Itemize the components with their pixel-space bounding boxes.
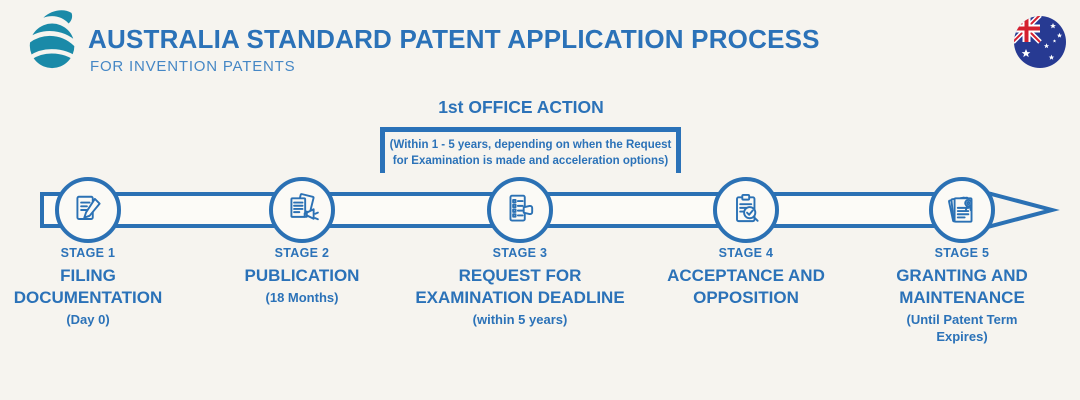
stage-detail: (within 5 years) (472, 312, 568, 328)
stage-label: STAGE 4 (718, 246, 774, 260)
stage-label: STAGE 5 (934, 246, 990, 260)
stage-name: GRANTING AND MAINTENANCE (896, 266, 1028, 308)
stage-name: FILING DOCUMENTATION (13, 266, 163, 308)
swoosh-globe-logo-icon (26, 10, 82, 69)
stage-detail: (Day 0) (66, 312, 110, 328)
stage-name: ACCEPTANCE AND OPPOSITION (667, 266, 825, 308)
stage-5-column: STAGE 5 GRANTING AND MAINTENANCE (Until … (842, 246, 1080, 346)
stage-5-circle (929, 177, 995, 243)
office-action-title: 1st OFFICE ACTION (438, 97, 604, 117)
stage-label: STAGE 2 (274, 246, 330, 260)
office-action-note: (Within 1 - 5 years, depending on when t… (389, 139, 672, 168)
stage-label: STAGE 1 (60, 246, 116, 260)
clipboard-magnifier-icon (736, 194, 759, 223)
stage-4-circle (713, 177, 779, 243)
stage-name: PUBLICATION (244, 266, 360, 285)
stage-1-circle (55, 177, 121, 243)
certificate-ribbon-icon (948, 196, 973, 223)
documents-megaphone-icon (290, 193, 319, 221)
stage-4-column: STAGE 4 ACCEPTANCE AND OPPOSITION (626, 246, 866, 312)
australia-flag-icon (1014, 16, 1066, 68)
stage-3-column: STAGE 3 REQUEST FOR EXAMINATION DEADLINE… (400, 246, 640, 329)
stage-name: REQUEST FOR EXAMINATION DEADLINE (415, 266, 625, 308)
document-pencil-icon (76, 195, 101, 220)
office-action-bracket: (Within 1 - 5 years, depending on when t… (380, 127, 681, 173)
stage-detail: (18 Months) (265, 290, 339, 306)
checklist-hand-icon (509, 194, 534, 222)
stage-1-column: STAGE 1 FILING DOCUMENTATION (Day 0) (0, 246, 208, 329)
stage-2-circle (269, 177, 335, 243)
stage-label: STAGE 3 (492, 246, 548, 260)
page-subtitle: FOR INVENTION PATENTS (90, 58, 296, 75)
stage-2-column: STAGE 2 PUBLICATION (18 Months) (182, 246, 422, 307)
page-title: AUSTRALIA STANDARD PATENT APPLICATION PR… (88, 24, 820, 54)
stage-detail: (Until Patent Term Expires) (906, 312, 1018, 345)
stage-3-circle (487, 177, 553, 243)
